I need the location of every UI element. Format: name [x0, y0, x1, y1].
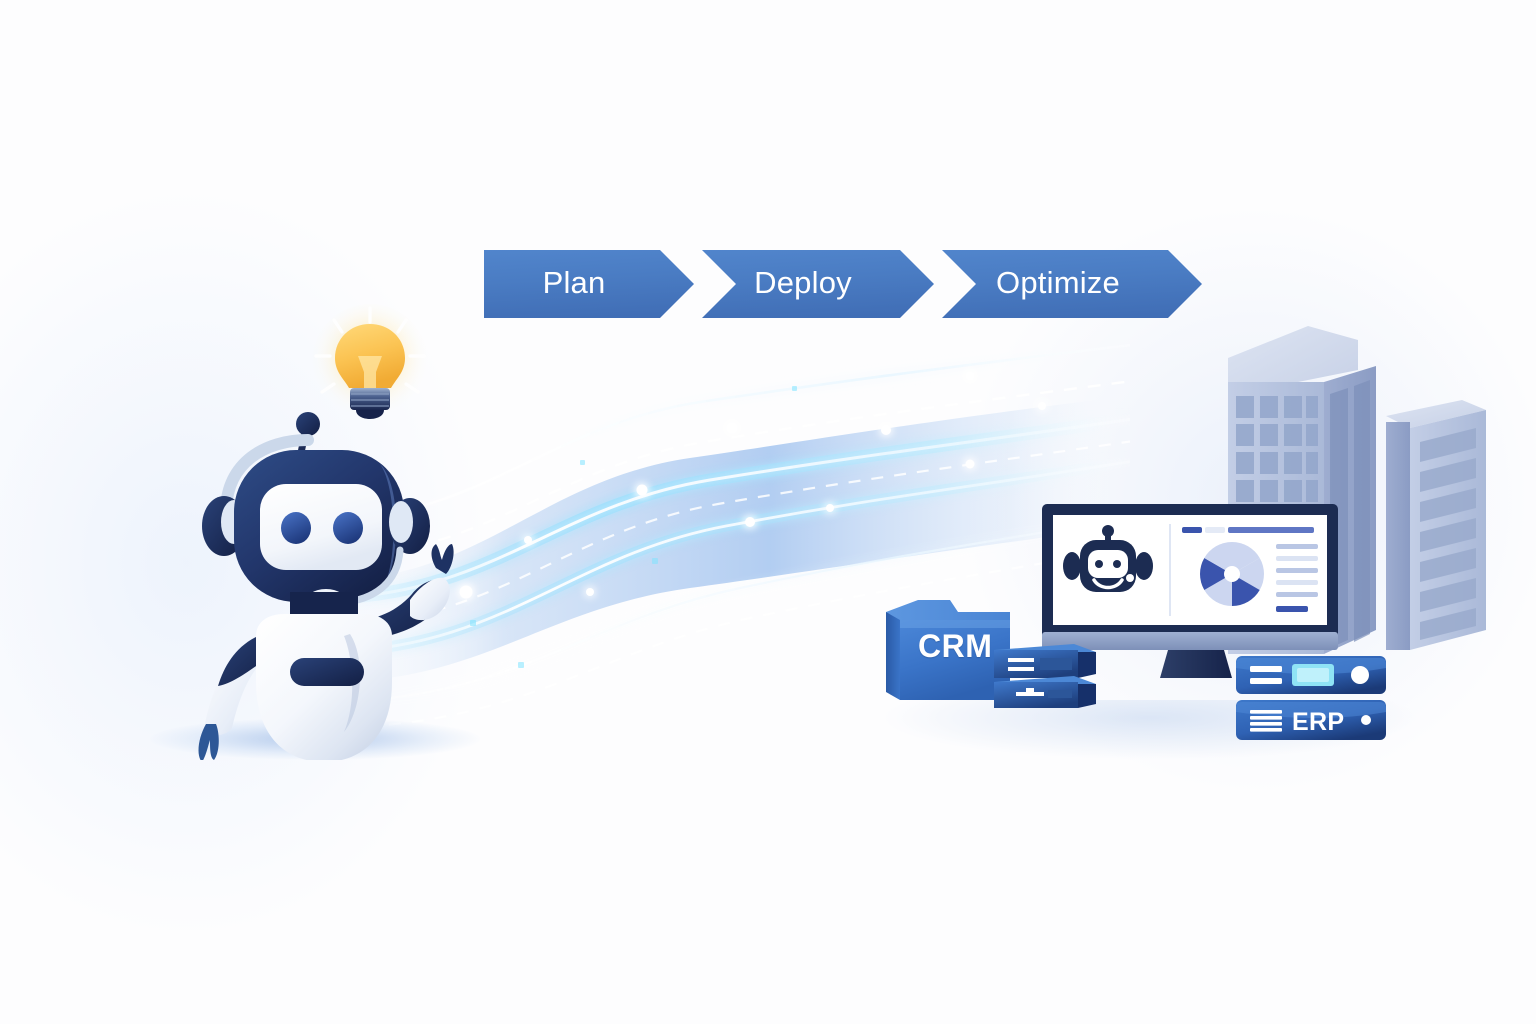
process-step-label: Optimize: [996, 265, 1120, 300]
dashboard-monitor: [1042, 504, 1338, 678]
annex-window-bands: [1420, 428, 1476, 640]
robot-chest-badge: [290, 658, 364, 686]
folder-lip: [900, 620, 1010, 628]
folder-label: CRM: [918, 628, 993, 664]
monitor-stand: [1160, 650, 1232, 678]
bulb-tip: [356, 410, 384, 419]
erp-vent-bars: [1250, 710, 1282, 732]
flow-node-group: [459, 371, 1046, 599]
robot-body-highlight: [344, 634, 361, 732]
robot-eye-left: [281, 512, 311, 544]
server-panel: [1040, 658, 1072, 670]
robot-eye-right: [333, 512, 363, 544]
erp-indicator-dot: [1351, 666, 1369, 684]
crm-folder-group: CRM: [880, 590, 1096, 720]
process-step-plan[interactable]: Plan: [484, 250, 694, 318]
annex-side: [1386, 422, 1410, 650]
erp-bar: [1250, 666, 1282, 672]
robot-hand-left: [198, 724, 219, 760]
server-dot: [1026, 688, 1034, 692]
erp-led-dot: [1361, 715, 1371, 725]
small-server-stack: [994, 644, 1096, 708]
server-bar: [1016, 692, 1044, 696]
erp-screen-inner: [1297, 668, 1329, 682]
erp-label: ERP: [1292, 708, 1345, 736]
server-panel: [1048, 690, 1072, 698]
erp-server-rack: [1236, 656, 1386, 740]
dashboard-progress-bar: [1182, 527, 1314, 533]
monitor-chin: [1042, 632, 1338, 650]
bulb-filament: [358, 356, 382, 390]
server-bar: [1008, 658, 1034, 662]
crm-folder-icon: [886, 600, 1010, 700]
annex-roof: [1386, 400, 1486, 428]
server-bar: [1008, 667, 1034, 671]
idea-lightbulb-icon: [312, 304, 428, 420]
robot-head-highlight: [380, 464, 397, 586]
robot-body: [256, 614, 392, 760]
smiling-robot-avatar: [1063, 525, 1153, 592]
process-step-deploy[interactable]: Deploy: [702, 250, 934, 318]
robot-antenna-ball: [296, 412, 320, 436]
bulb-rays: [314, 306, 426, 394]
tower-roof: [1228, 326, 1358, 396]
process-step-bar: Plan Deploy Optimize: [484, 250, 1202, 318]
robot-ear-pad-right: [389, 501, 413, 543]
erp-bar: [1250, 678, 1282, 684]
dashboard-text-lines: [1276, 544, 1318, 612]
robot-arm-right: [410, 577, 450, 621]
process-step-optimize[interactable]: Optimize: [942, 250, 1202, 318]
server-side-2: [1078, 684, 1096, 708]
folder-tab: [886, 600, 1010, 624]
robot-face-screen: [260, 484, 382, 570]
ai-assistant-robot: [198, 412, 454, 760]
process-step-label: Plan: [542, 265, 606, 300]
server-side-1: [1078, 652, 1096, 678]
robot-hand-right: [431, 544, 454, 574]
folder-front: [900, 620, 1010, 700]
folder-side: [886, 612, 900, 700]
erp-bottom-highlight: [1236, 702, 1386, 718]
dashboard-donut-chart: [1200, 542, 1264, 606]
process-step-label: Deploy: [754, 265, 852, 300]
erp-server-group: ERP: [1232, 650, 1392, 750]
